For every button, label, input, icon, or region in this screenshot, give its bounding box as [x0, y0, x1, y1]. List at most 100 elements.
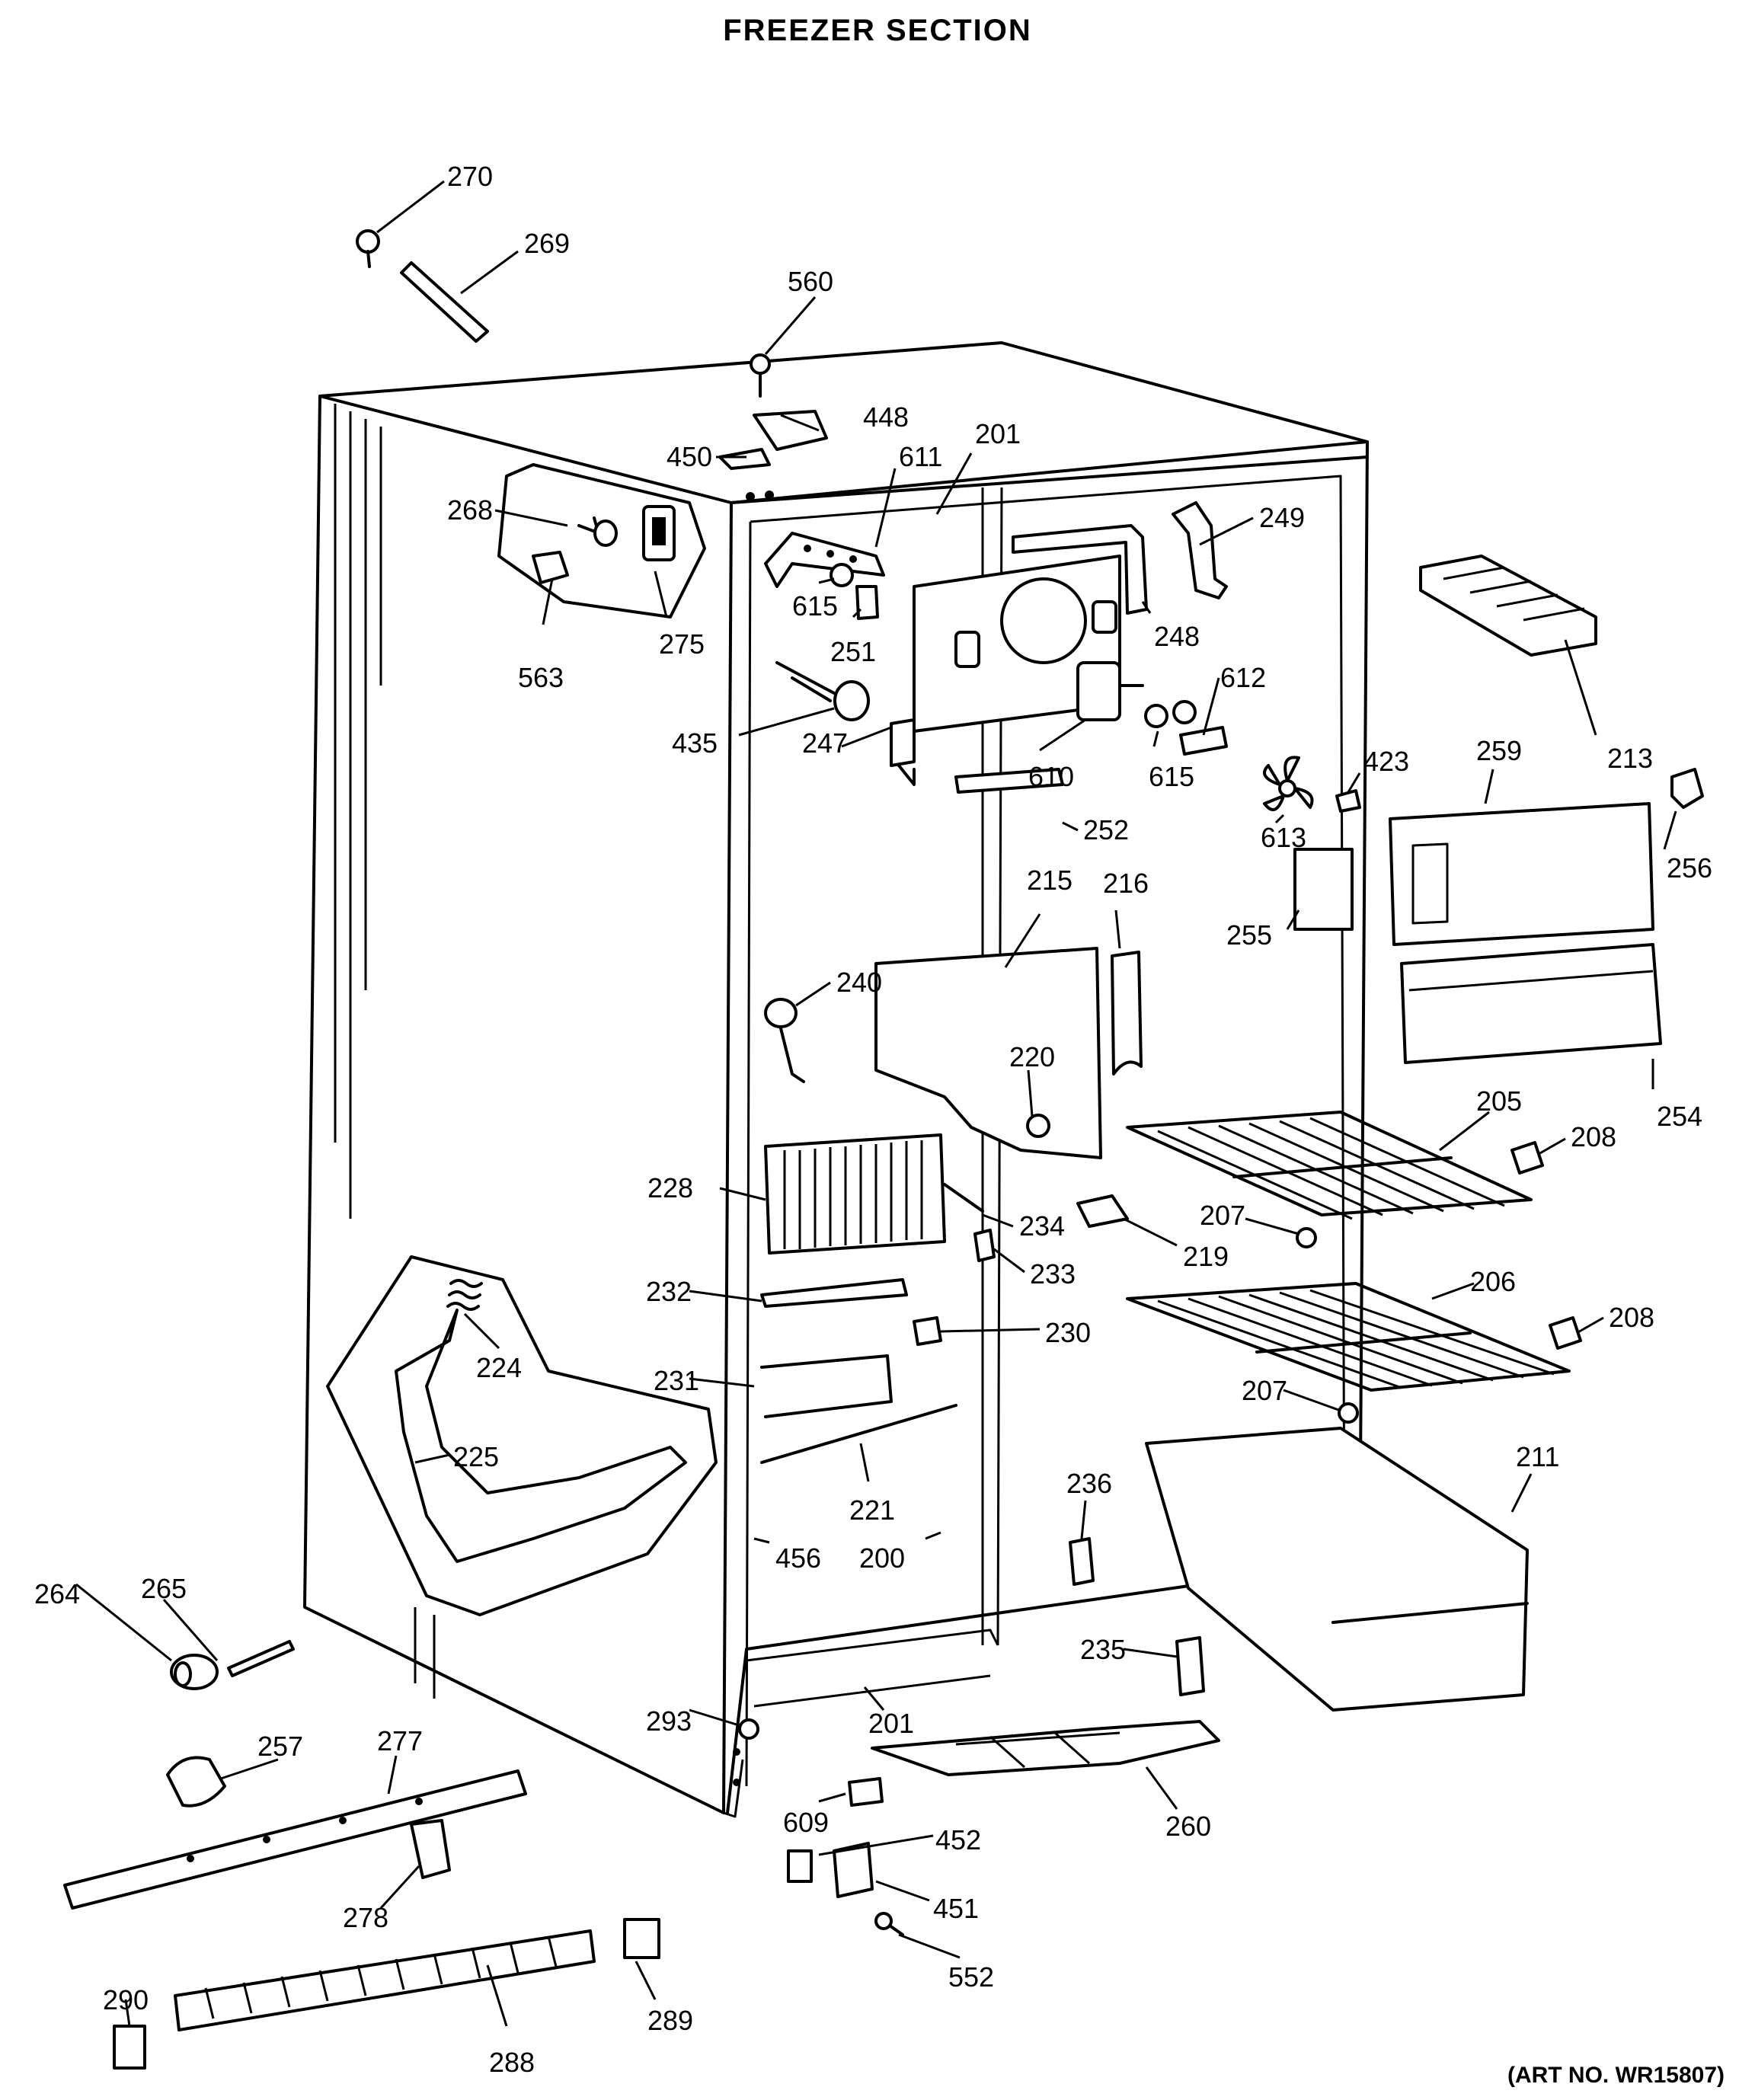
- callout-615: 615: [792, 590, 838, 622]
- callout-235: 235: [1080, 1634, 1126, 1665]
- callout-288: 288: [489, 2047, 535, 2078]
- callout-220: 220: [1009, 1041, 1055, 1072]
- wire-shelf-205: [1126, 1111, 1533, 1220]
- callout-264: 264: [34, 1578, 80, 1609]
- callout-423: 423: [1363, 746, 1409, 777]
- callout-211: 211: [1516, 1441, 1559, 1472]
- hinge-451: [833, 1842, 874, 1898]
- line-234: [943, 1183, 984, 1213]
- callout-233: 233: [1030, 1258, 1076, 1290]
- callout-208b: 208: [1609, 1302, 1654, 1333]
- baffle-215: [874, 947, 1102, 1159]
- support-208b: [1549, 1316, 1582, 1350]
- clip-289: [623, 1918, 660, 1959]
- ice-tray-213: [1419, 555, 1597, 657]
- callout-252: 252: [1083, 814, 1129, 845]
- heater-231: [760, 1354, 893, 1418]
- bar-221: [760, 1404, 957, 1464]
- shim-450: [718, 448, 771, 470]
- rail-277: [63, 1769, 527, 1910]
- callout-232: 232: [646, 1276, 692, 1307]
- grommet-615: [830, 563, 854, 587]
- callout-435: 435: [672, 727, 718, 759]
- cap-423: [1335, 789, 1361, 813]
- door-259: [1389, 802, 1654, 946]
- callout-452: 452: [935, 1824, 981, 1855]
- callout-270: 270: [447, 161, 493, 192]
- callout-201b: 201: [868, 1708, 914, 1739]
- callout-216: 216: [1103, 868, 1149, 899]
- callout-206: 206: [1470, 1266, 1516, 1297]
- callout-251: 251: [830, 636, 876, 667]
- callout-225: 225: [453, 1441, 499, 1472]
- evaporator-228: [764, 1133, 946, 1255]
- grommets-615: [1144, 700, 1197, 728]
- guard-254: [1400, 943, 1662, 1064]
- callout-219: 219: [1183, 1241, 1229, 1272]
- callout-278: 278: [343, 1902, 388, 1933]
- callout-613: 613: [1261, 822, 1306, 853]
- callout-269: 269: [524, 228, 570, 259]
- callout-259: 259: [1476, 735, 1522, 766]
- roller-264: [170, 1654, 219, 1690]
- heater-219: [1076, 1194, 1129, 1228]
- axle-265: [227, 1640, 295, 1677]
- callout-615b: 615: [1149, 761, 1194, 792]
- callout-255: 255: [1226, 919, 1272, 951]
- callout-254: 254: [1657, 1101, 1702, 1132]
- callout-448: 448: [863, 401, 909, 433]
- callout-451: 451: [933, 1893, 979, 1924]
- callout-612: 612: [1220, 662, 1266, 693]
- fan-blade-613: [1263, 756, 1314, 811]
- clip-609: [848, 1777, 884, 1807]
- clip-230: [913, 1316, 942, 1346]
- diagram-title: FREEZER SECTION: [723, 14, 1032, 47]
- callout-228: 228: [647, 1172, 693, 1203]
- condenser-tube-225: [395, 1309, 687, 1563]
- wire-shelf-206: [1126, 1282, 1571, 1392]
- callout-611: 611: [899, 441, 942, 472]
- callout-456: 456: [775, 1542, 821, 1574]
- callout-208: 208: [1571, 1121, 1616, 1152]
- foot-257: [166, 1756, 226, 1808]
- callout-200: 200: [859, 1542, 905, 1574]
- callout-256: 256: [1667, 852, 1712, 884]
- duct-216: [1111, 951, 1143, 1076]
- basket-211: [1145, 1427, 1529, 1712]
- screw-270: [356, 229, 380, 268]
- callout-265: 265: [141, 1573, 187, 1604]
- callout-249: 249: [1259, 502, 1305, 533]
- callout-610: 610: [1028, 761, 1074, 792]
- hinge-235: [1175, 1636, 1205, 1696]
- clip-256: [1670, 768, 1704, 809]
- fan-motor-610: [1076, 661, 1144, 721]
- clip-563: [532, 551, 569, 584]
- callout-248: 248: [1154, 621, 1200, 652]
- stop-236: [1069, 1537, 1095, 1586]
- callout-205: 205: [1476, 1085, 1522, 1117]
- bushing-293: [738, 1718, 759, 1740]
- bracket-249: [1172, 501, 1228, 599]
- socket-240: [764, 998, 805, 1083]
- hinge-278: [410, 1819, 451, 1879]
- callout-563: 563: [518, 662, 564, 693]
- screw-552: [874, 1912, 904, 1936]
- spring-224: [446, 1279, 483, 1311]
- rod-269: [400, 261, 489, 343]
- callout-257: 257: [257, 1731, 303, 1762]
- callout-230: 230: [1045, 1317, 1091, 1348]
- fan-shroud-247: [890, 555, 1121, 786]
- light-socket-435: [775, 661, 870, 721]
- callout-275: 275: [659, 628, 705, 660]
- callout-215: 215: [1027, 865, 1072, 896]
- bracket-612: [1179, 726, 1228, 756]
- callout-247: 247: [802, 727, 848, 759]
- cover-252: [954, 768, 1064, 794]
- callout-207: 207: [1200, 1200, 1245, 1231]
- shim-452: [787, 1849, 813, 1883]
- callout-labels: 270 269 560 448 450 201 611 268 249 615 …: [34, 161, 1712, 2078]
- callout-268: 268: [447, 494, 493, 526]
- callout-207b: 207: [1242, 1375, 1287, 1406]
